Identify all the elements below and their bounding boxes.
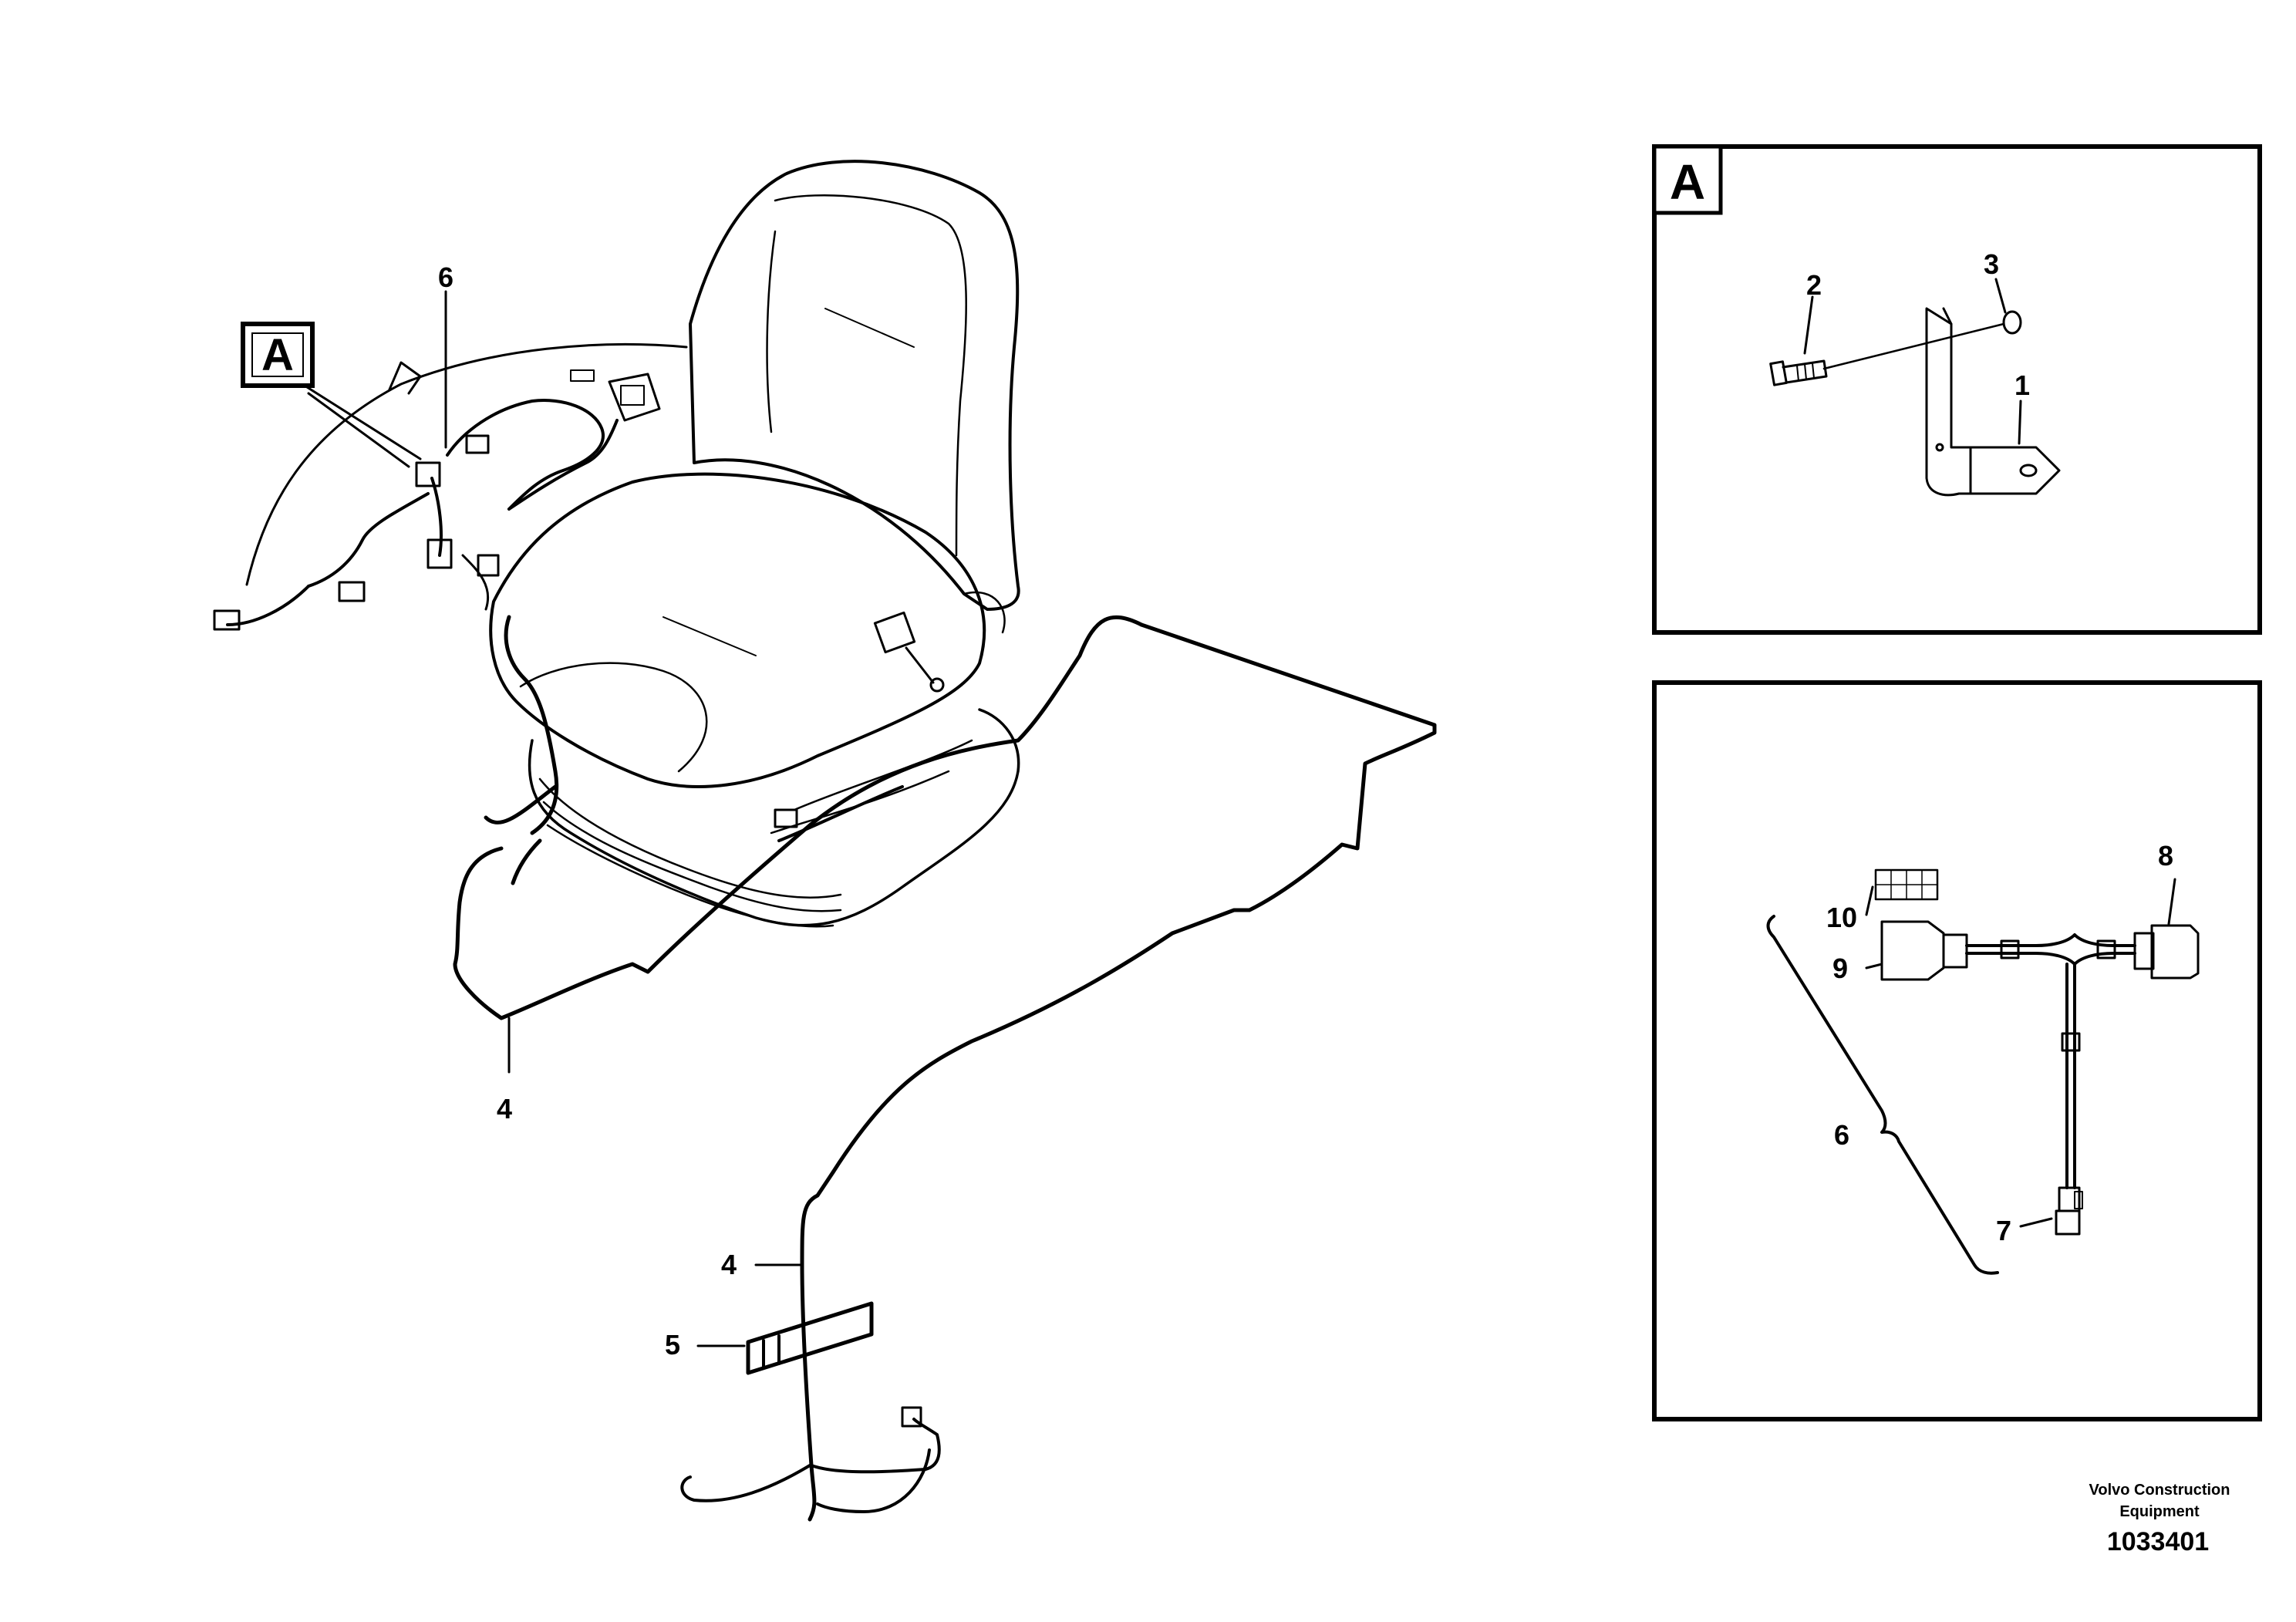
figure-number: 1033401: [2107, 1527, 2209, 1556]
seatbelt-buckle: [873, 611, 916, 654]
seat-harness-upper: [213, 369, 661, 631]
callout-6-detail: 6: [1834, 1119, 1849, 1151]
callout-4-upper: 4: [497, 1093, 512, 1125]
main-view-letter: A: [261, 330, 294, 380]
connector-9-drawing: [1880, 920, 1968, 981]
bracket-drawing: [1925, 307, 2061, 497]
callout-4-lower: 4: [721, 1249, 737, 1280]
nut-drawing: [2002, 310, 2022, 335]
callout-7: 7: [1996, 1215, 2011, 1246]
detail-a-letter: A: [1670, 154, 1705, 210]
label-5-drawing: [746, 1301, 874, 1375]
label-10-drawing: [1874, 868, 1939, 901]
detail-a-panel: [1652, 144, 2262, 635]
bolt-drawing: [1769, 359, 1828, 386]
seat-assembly-drawing: [245, 160, 1020, 928]
seat-base: [528, 708, 1020, 927]
callout-10: 10: [1826, 902, 1857, 933]
callout-9: 9: [1832, 953, 1848, 984]
callout-5: 5: [665, 1329, 680, 1361]
callout-1: 1: [2014, 369, 2030, 401]
harness-4-drawing: [453, 615, 1437, 1522]
callout-6-main: 6: [438, 261, 453, 293]
company-name-line2: Equipment: [2119, 1503, 2200, 1520]
callout-8: 8: [2158, 840, 2173, 872]
main-leaders: [303, 290, 804, 1347]
connector-8-drawing: [2133, 924, 2200, 980]
main-view-flag: [241, 322, 315, 388]
callout-3: 3: [1984, 248, 1999, 280]
callout-2: 2: [1806, 269, 1822, 301]
company-name-line1: Volvo Construction: [2089, 1482, 2230, 1499]
connector-7-drawing: [2055, 1186, 2083, 1236]
detail-harness-panel: [1652, 680, 2262, 1421]
seat-backrest: [689, 160, 1020, 611]
